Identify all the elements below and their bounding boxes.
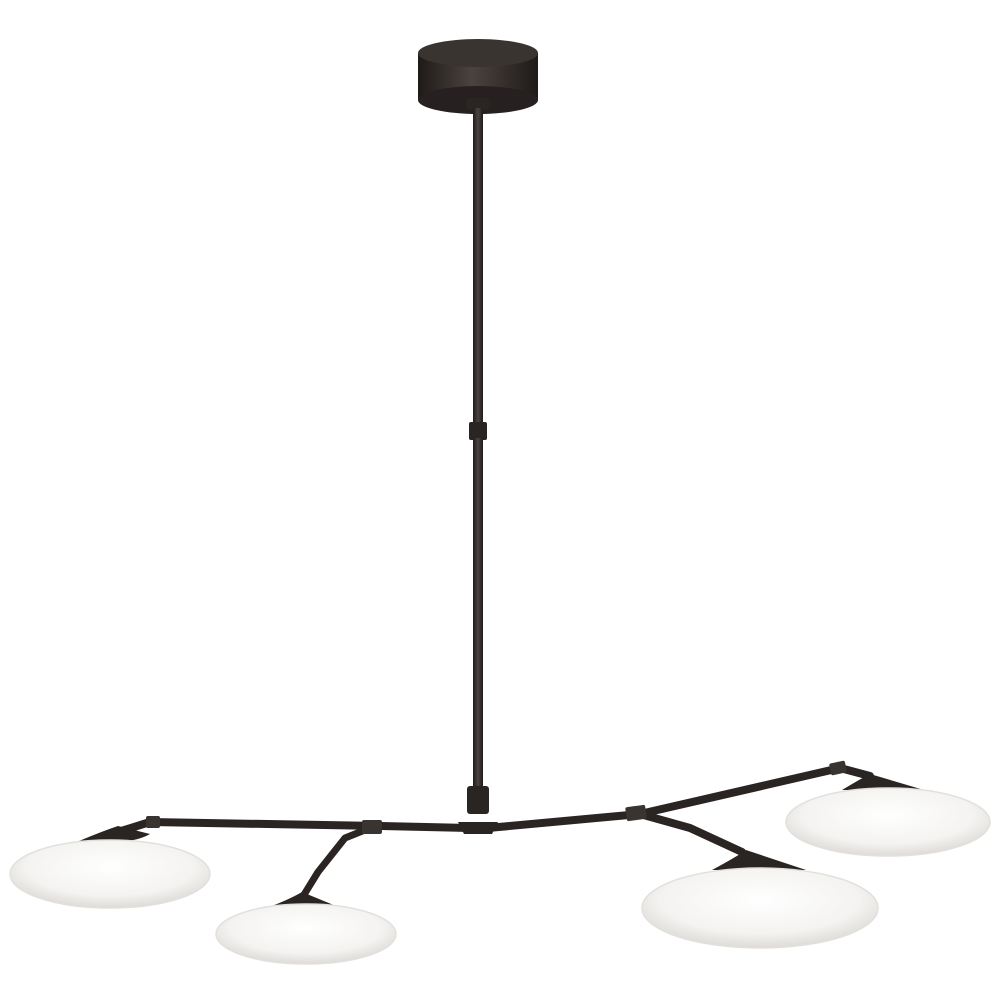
- branch-arms: [114, 764, 874, 902]
- glass-shade-left-center: [215, 892, 397, 965]
- vertical-stem: [458, 108, 498, 834]
- joint-collars: [146, 760, 847, 834]
- glass-shade-right: [785, 774, 991, 857]
- glass-shade-right-center: [641, 850, 879, 949]
- ceiling-canopy: [418, 39, 538, 114]
- glass-shade-left: [9, 826, 211, 909]
